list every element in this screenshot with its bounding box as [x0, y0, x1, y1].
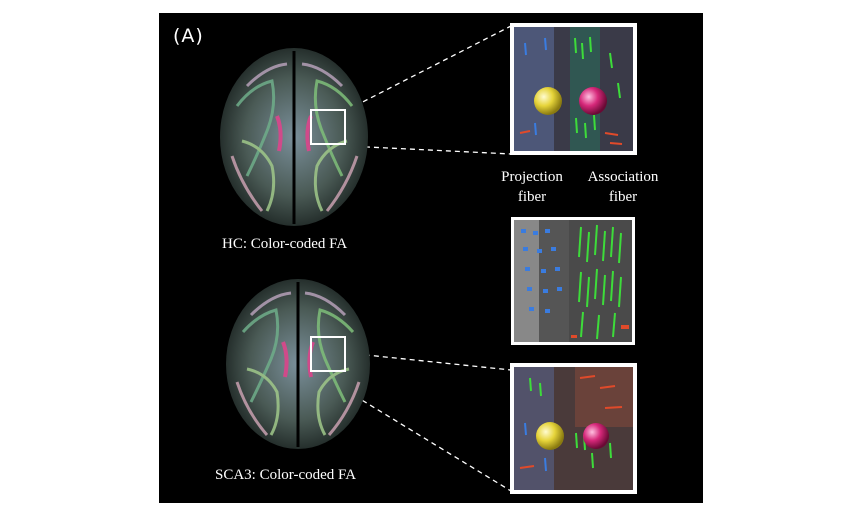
association-sphere: [583, 423, 609, 449]
figure-panel: (A): [159, 13, 703, 503]
connector-lines: [346, 25, 512, 492]
hc-brain-image: [220, 48, 368, 226]
projection-sphere: [534, 87, 562, 115]
glyph-detail-panel: [511, 217, 635, 345]
sca3-brain-image: [226, 279, 370, 449]
panel-label: (A): [173, 25, 204, 47]
projection-sphere: [536, 422, 564, 450]
sca3-roi-box: [310, 336, 346, 372]
sca3-caption: SCA3: Color-coded FA: [215, 467, 357, 483]
hc-caption: HC: Color-coded FA: [222, 236, 348, 252]
hc-zoom-panel: [510, 23, 637, 155]
association-sphere: [579, 87, 607, 115]
sca3-zoom-panel: [510, 363, 637, 494]
hc-roi-box: [310, 109, 346, 145]
